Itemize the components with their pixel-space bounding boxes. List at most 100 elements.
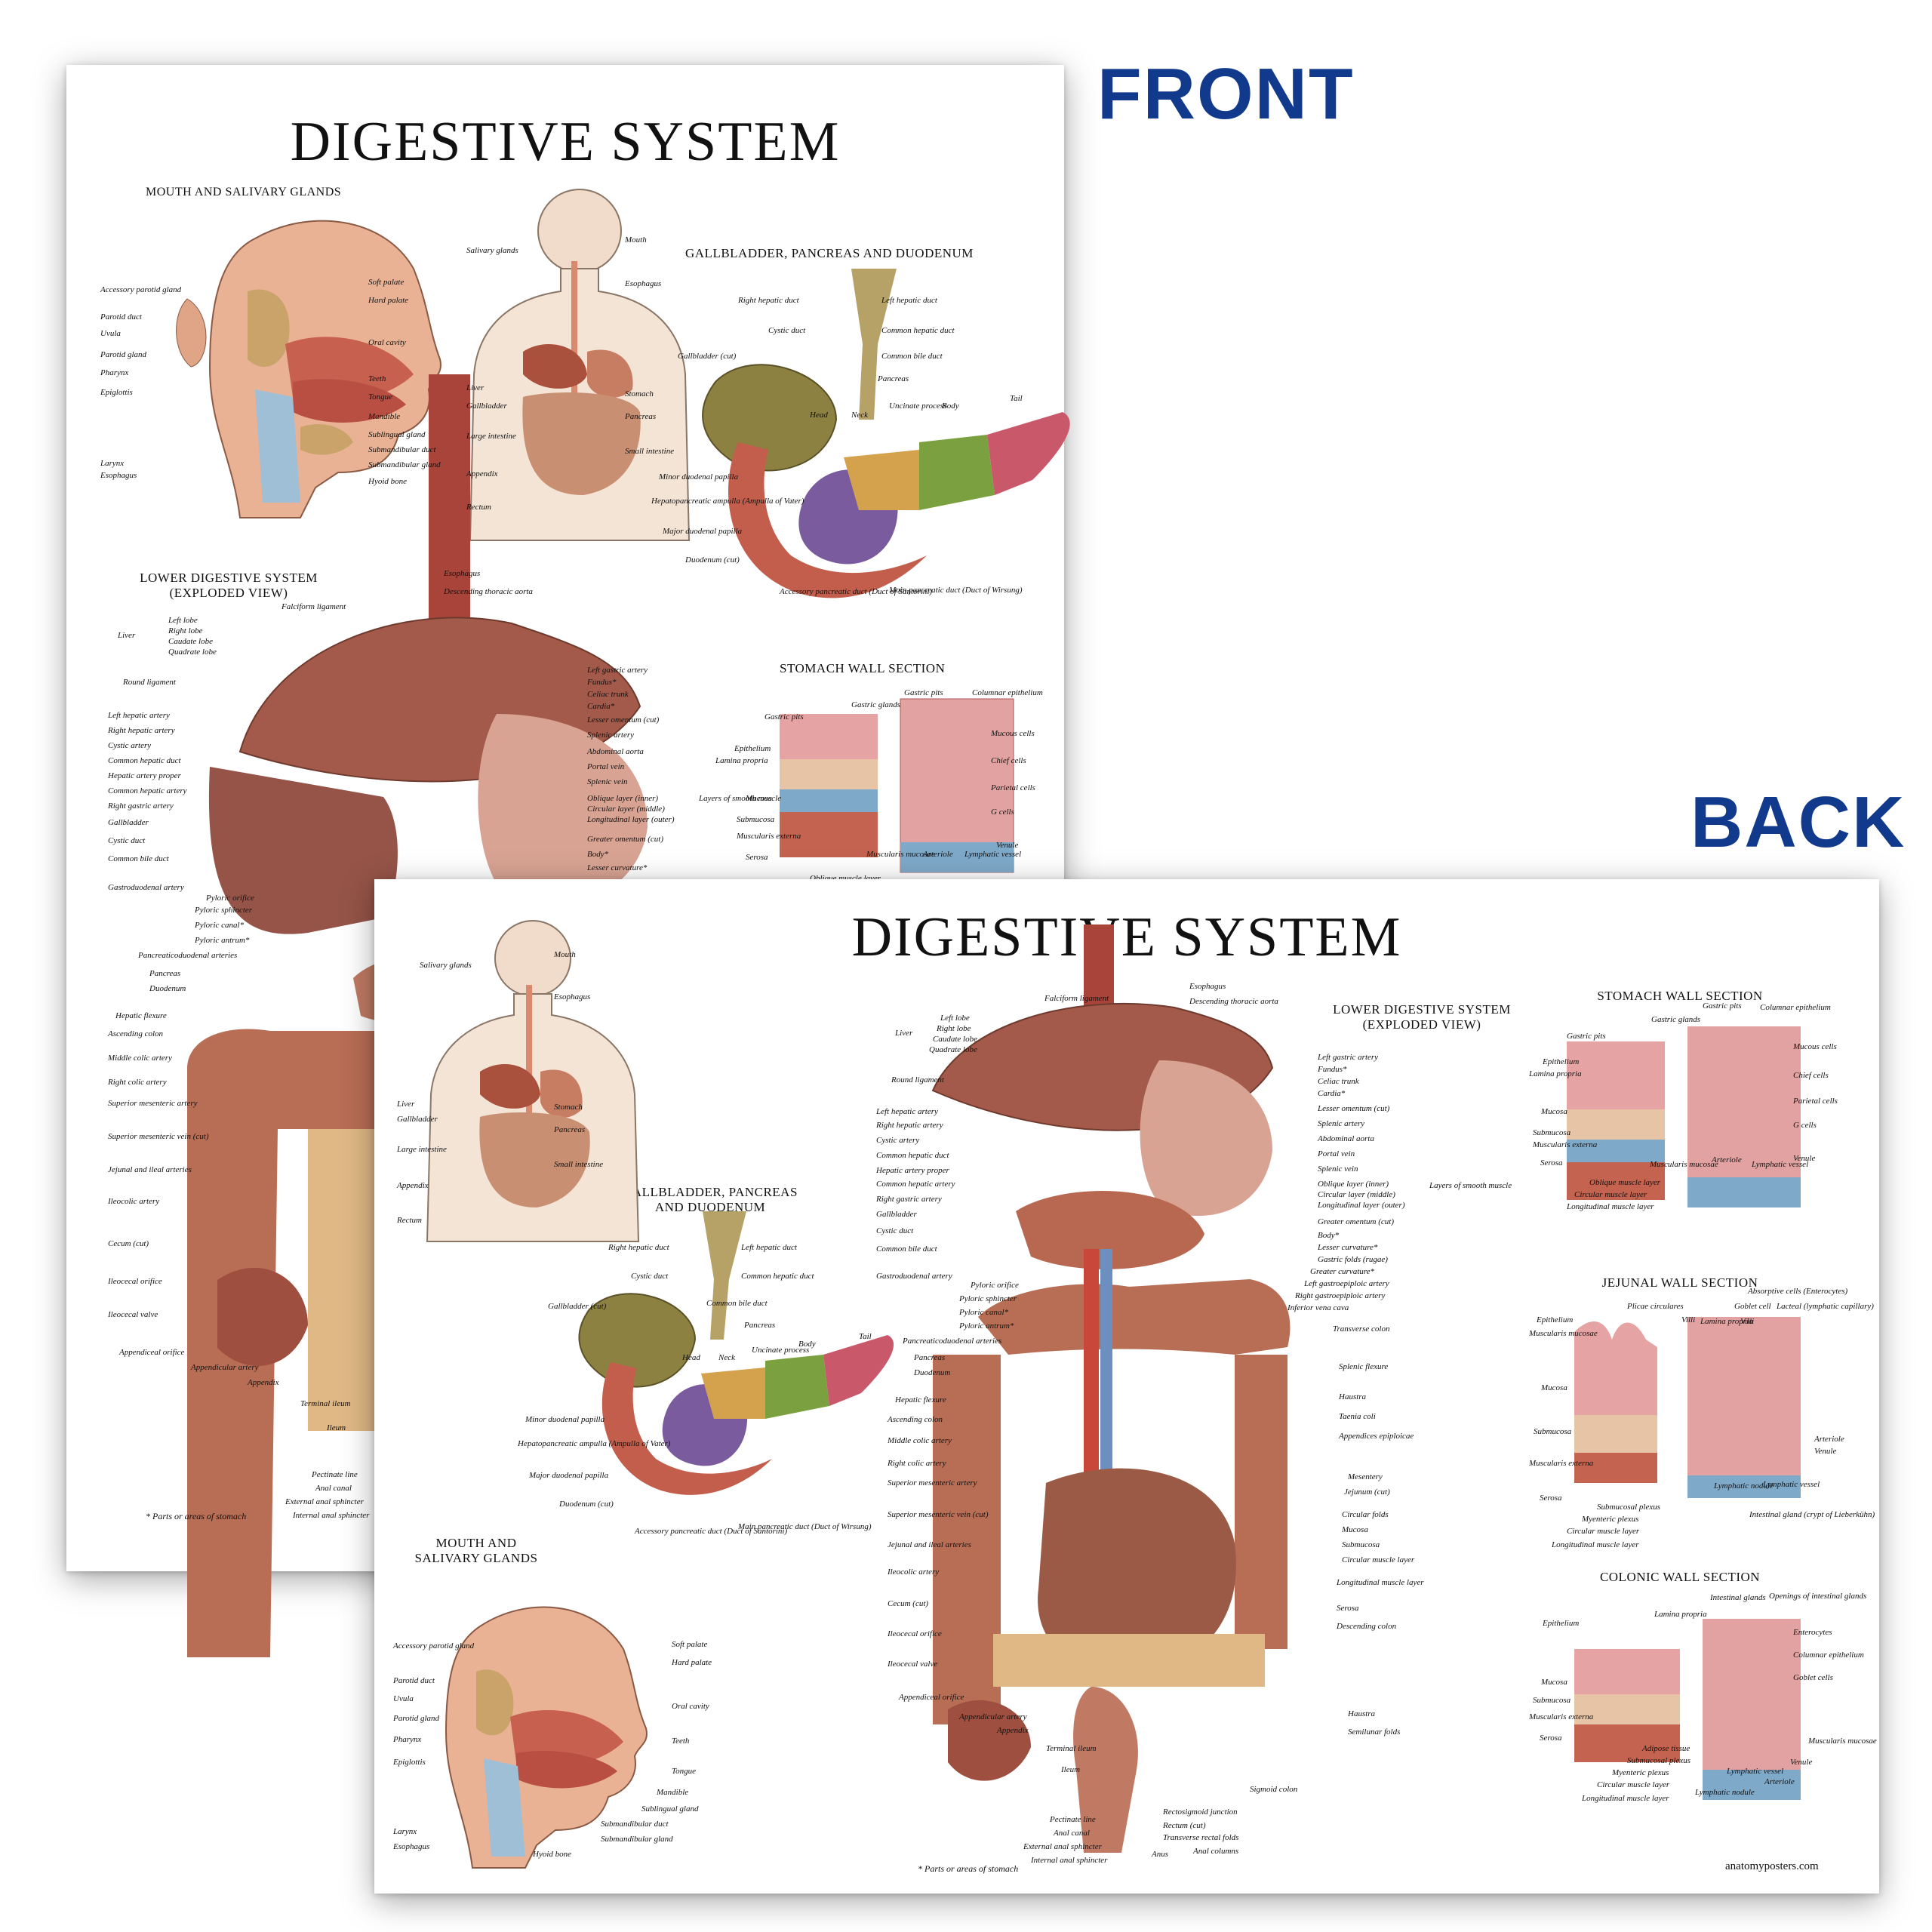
back-mouth-left-label-3: Parotid gland xyxy=(393,1714,440,1723)
back-mouth-right-label-6: Sublingual gland xyxy=(641,1804,699,1814)
front-stomach-label-9: G cells xyxy=(991,808,1014,817)
back-colonic-label-7: Mucosa xyxy=(1541,1678,1567,1687)
back-gb-label-0: Right hepatic duct xyxy=(608,1243,669,1252)
back-poster-title: DIGESTIVE SYSTEM xyxy=(851,906,1402,968)
front-body-left-label-5: Rectum xyxy=(466,503,491,512)
front-lower-left-label-21: Pyloric antrum* xyxy=(195,936,250,945)
front-body-right-label-4: Small intestine xyxy=(625,447,675,456)
back-body-left-label-5: Rectum xyxy=(397,1216,422,1225)
front-lower-right-label-6: Lesser omentum (cut) xyxy=(587,715,660,724)
front-mouth-left-label-4: Pharynx xyxy=(100,368,129,377)
back-lower-left-label-13: Right gastric artery xyxy=(876,1195,942,1204)
back-body-right-label-0: Mouth xyxy=(554,950,576,959)
back-lower-right-label-30: Circular folds xyxy=(1342,1510,1389,1519)
back-mouth-illustration xyxy=(445,1606,648,1869)
back-jejunal-label-20: Circular muscle layer xyxy=(1567,1527,1640,1536)
front-lower-left-label-27: Middle colic artery xyxy=(108,1054,172,1063)
front-lower-left-label-35: Ileocecal valve xyxy=(108,1310,158,1319)
front-lower-left-label-7: Left hepatic artery xyxy=(108,711,170,720)
front-mouth-left-label-2: Uvula xyxy=(100,329,121,338)
front-lower-right-label-7: Splenic artery xyxy=(587,731,635,740)
front-stomach-label-11: Submucosa xyxy=(737,815,775,824)
back-lower-right-label-24: Splenic flexure xyxy=(1339,1362,1389,1371)
front-mouth-left-label-0: Accessory parotid gland xyxy=(100,285,182,294)
back-mouth-left-label-2: Uvula xyxy=(393,1694,414,1703)
front-stomach-label-12: Muscularis externa xyxy=(737,832,801,841)
back-stomach-label-7: Chief cells xyxy=(1793,1071,1829,1080)
back-jejunal-label-13: Arteriole xyxy=(1814,1435,1844,1444)
back-lower-left-label-27: Middle colic artery xyxy=(888,1436,952,1445)
front-mouth-right-label-1: Hard palate xyxy=(368,296,409,305)
front-lower-left-label-26: Ascending colon xyxy=(108,1029,164,1038)
back-lower-left-label-21: Pyloric antrum* xyxy=(959,1321,1014,1331)
front-lower-left-label-36: Appendiceal orifice xyxy=(119,1348,185,1357)
front-stomach-label-16: Venule xyxy=(996,841,1019,850)
front-lower-left-label-28: Right colic artery xyxy=(108,1078,167,1087)
back-jejunal-label-19: Intestinal gland (crypt of Lieberkühn) xyxy=(1749,1510,1875,1519)
back-jejunal-label-9: Mucosa xyxy=(1541,1383,1567,1392)
back-lower-right-label-18: Gastric folds (rugae) xyxy=(1318,1255,1388,1264)
back-lower-left-label-42: Anal canal xyxy=(1054,1829,1090,1838)
front-lower-left-label-2: Caudate lobe xyxy=(168,637,213,646)
back-body-right-label-1: Esophagus xyxy=(554,992,591,1001)
back-lower-left-label-18: Pyloric orifice xyxy=(971,1281,1019,1290)
front-lower-left-label-22: Pancreaticoduodenal arteries xyxy=(138,951,238,960)
back-lower-right-label-4: Celiac trunk xyxy=(1318,1077,1359,1086)
back-lower-left-label-17: Gastroduodenal artery xyxy=(876,1272,952,1281)
back-gallbladder-section-title: GALLBLADDER, PANCREAS AND DUODENUM xyxy=(605,1185,816,1214)
front-poster-title: DIGESTIVE SYSTEM xyxy=(290,111,841,173)
back-lower-left-label-8: Right hepatic artery xyxy=(876,1121,943,1130)
front-lower-right-label-10: Splenic vein xyxy=(587,777,628,786)
back-lower-left-label-20: Pyloric canal* xyxy=(959,1308,1009,1317)
front-lower-left-label-14: Gallbladder xyxy=(108,818,149,827)
back-body-right-label-3: Pancreas xyxy=(554,1125,586,1134)
front-lower-left-label-30: Superior mesenteric vein (cut) xyxy=(108,1132,209,1141)
back-body-left-label-0: Salivary glands xyxy=(420,961,472,970)
front-gb-label-16: Accessory pancreatic duct (Duct of Santo… xyxy=(780,587,933,596)
front-gb-label-0: Right hepatic duct xyxy=(738,296,799,305)
front-stomach-label-8: Parietal cells xyxy=(991,783,1035,792)
back-lower-right-label-31: Mucosa xyxy=(1342,1525,1368,1534)
back-colonic-label-8: Submucosa xyxy=(1533,1696,1571,1705)
back-lower-left-label-23: Pancreas xyxy=(914,1353,946,1362)
back-colonic-label-12: Submucosal plexus xyxy=(1627,1756,1691,1765)
back-lower-illustration xyxy=(931,924,1291,1853)
front-lower-right-label-4: Celiac trunk xyxy=(587,690,629,699)
back-mouth-title-line1: MOUTH AND xyxy=(435,1536,517,1550)
back-lower-right-label-32: Submucosa xyxy=(1342,1540,1380,1549)
front-gb-label-3: Common hepatic duct xyxy=(881,326,955,335)
back-lower-right-label-42: Transverse rectal folds xyxy=(1163,1833,1239,1842)
front-lower-left-label-43: External anal sphincter xyxy=(285,1497,364,1506)
front-lower-left-label-32: Ileocolic artery xyxy=(108,1197,160,1206)
back-lower-right-label-33: Circular muscle layer xyxy=(1342,1555,1415,1564)
back-lower-left-label-34: Ileocecal orifice xyxy=(888,1629,942,1638)
back-lower-right-label-9: Portal vein xyxy=(1318,1149,1355,1158)
front-mouth-right-label-8: Submandibular gland xyxy=(368,460,441,469)
back-jejunal-label-17: Submucosal plexus xyxy=(1597,1503,1661,1512)
front-lower-left-label-20: Pyloric canal* xyxy=(195,921,245,930)
back-stomach-label-13: Serosa xyxy=(1540,1158,1563,1168)
front-lower-right-label-11: Oblique layer (inner) xyxy=(587,794,659,803)
front-body-left-label-2: Gallbladder xyxy=(466,401,507,411)
front-lower-left-label-38: Appendix xyxy=(248,1378,279,1387)
front-body-right-label-2: Stomach xyxy=(625,389,654,398)
back-lower-left-label-38: Appendix xyxy=(997,1726,1029,1735)
back-lower-right-label-19: Greater curvature* xyxy=(1310,1267,1375,1276)
front-lower-left-label-15: Cystic duct xyxy=(108,836,146,845)
back-stomach-label-17: Lymphatic vessel xyxy=(1752,1160,1809,1169)
back-jejunal-label-11: Muscularis externa xyxy=(1529,1459,1594,1468)
back-lower-section-title: LOWER DIGESTIVE SYSTEM (EXPLODED VIEW) xyxy=(1316,1002,1527,1032)
back-colonic-label-18: Venule xyxy=(1790,1758,1813,1767)
front-mouth-right-label-4: Tongue xyxy=(368,392,392,401)
front-lower-left-label-17: Gastroduodenal artery xyxy=(108,883,184,892)
back-stomach-label-11: Submucosa xyxy=(1533,1128,1571,1137)
front-stomach-wall-illustration xyxy=(780,698,1014,873)
back-lower-right-label-40: Rectosigmoid junction xyxy=(1163,1807,1238,1817)
back-stomach-section-title: STOMACH WALL SECTION xyxy=(1597,989,1763,1003)
back-lower-right-label-34: Longitudinal muscle layer xyxy=(1337,1578,1424,1587)
back-mouth-left-label-0: Accessory parotid gland xyxy=(393,1641,475,1651)
back-jejunal-label-5: Villi xyxy=(1681,1315,1696,1324)
back-lower-left-label-1: Right lobe xyxy=(937,1024,971,1033)
front-mouth-right-label-7: Submandibular duct xyxy=(368,445,436,454)
back-lower-right-label-28: Mesentery xyxy=(1348,1472,1383,1481)
